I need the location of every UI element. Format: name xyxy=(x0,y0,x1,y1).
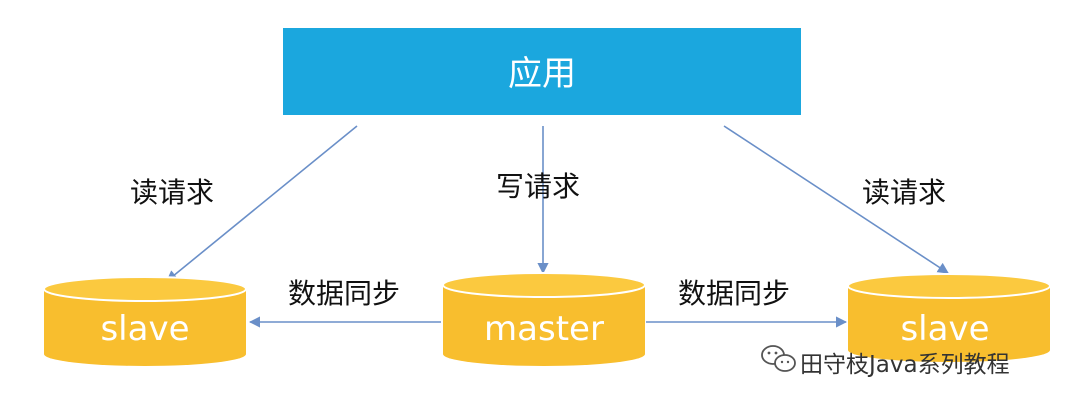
read-request-arrow-right xyxy=(723,125,949,274)
watermark-text: 田守枝Java系列教程 xyxy=(800,352,1010,378)
app-label: 应用 xyxy=(508,54,576,94)
master-node: master xyxy=(442,272,646,366)
read-request-label-right: 读请求 xyxy=(862,176,946,209)
data-sync-label-left: 数据同步 xyxy=(288,277,400,310)
app-node: 应用 xyxy=(283,28,801,115)
write-request-label: 写请求 xyxy=(496,170,580,203)
watermark: 田守枝Java系列教程 xyxy=(761,345,1010,378)
master-label: master xyxy=(484,309,604,349)
slave-right-top xyxy=(847,273,1051,299)
slave-node-right: slave xyxy=(847,273,1051,362)
read-request-arrow-left xyxy=(166,125,358,282)
app-box xyxy=(283,28,801,115)
slave-right-body xyxy=(848,286,1050,362)
slave-left-top xyxy=(43,276,247,302)
master-top xyxy=(442,272,646,298)
slave-node-left: slave xyxy=(43,276,247,366)
master-body xyxy=(443,285,645,366)
slave-left-body xyxy=(44,289,246,366)
read-request-label-left: 读请求 xyxy=(130,176,214,209)
data-sync-label-right: 数据同步 xyxy=(678,277,790,310)
slave-left-label: slave xyxy=(100,309,189,349)
wechat-icon xyxy=(761,345,796,372)
slave-right-label: slave xyxy=(900,309,989,349)
